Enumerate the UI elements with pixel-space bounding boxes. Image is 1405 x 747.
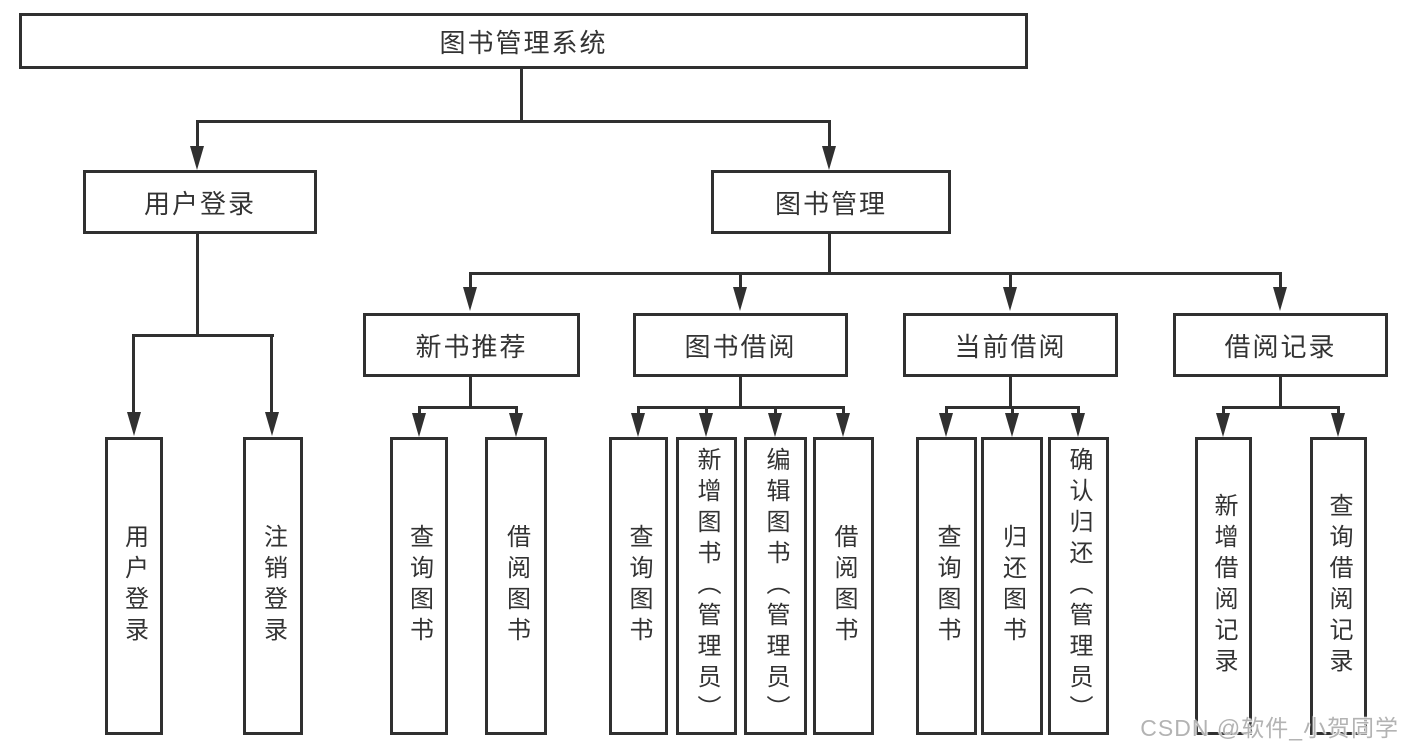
connector-drop-leaf xyxy=(418,406,421,416)
connector-drop-borrow-records xyxy=(1279,272,1282,290)
node-user-login-label: 用户登录 xyxy=(143,188,256,219)
connector-drop-login xyxy=(132,334,135,412)
arrow-leaf-icon xyxy=(412,413,426,437)
leaf-cur-query-book-label: 查询图书 xyxy=(933,524,960,648)
connector-user-login-rail xyxy=(133,334,274,337)
leaf-query-borrow-record-label: 查询借阅记录 xyxy=(1325,493,1352,679)
arrow-leaf-icon xyxy=(768,413,782,437)
node-borrow-records-label: 借阅记录 xyxy=(1224,331,1337,362)
arrow-leaf-icon xyxy=(1216,413,1230,437)
connector-book-borrow-stem xyxy=(739,377,742,408)
leaf-add-borrow-record: 新增借阅记录 xyxy=(1195,437,1252,735)
node-current-borrow-label: 当前借阅 xyxy=(954,331,1067,362)
connector-drop-leaf xyxy=(515,406,518,416)
node-current-borrow: 当前借阅 xyxy=(903,313,1118,377)
connector-drop-new-book-rec xyxy=(469,272,472,290)
connector-new-book-rec-stem xyxy=(469,377,472,408)
leaf-rec-borrow-book: 借阅图书 xyxy=(485,437,547,735)
node-root-label: 图书管理系统 xyxy=(439,27,608,58)
arrow-book-mgmt-icon xyxy=(822,146,836,170)
csdn-watermark: CSDN @软件_小贺同学 xyxy=(1140,715,1399,741)
leaf-logout-label: 注销登录 xyxy=(259,524,287,648)
arrow-user-login-icon xyxy=(190,146,204,170)
arrow-logout-icon xyxy=(265,412,279,436)
connector-drop-leaf xyxy=(945,406,948,416)
node-borrow-records: 借阅记录 xyxy=(1173,313,1388,377)
connector-drop-book-mgmt xyxy=(828,120,831,148)
leaf-return-book: 归还图书 xyxy=(981,437,1043,735)
leaf-rec-query-book: 查询图书 xyxy=(390,437,448,735)
connector-drop-leaf xyxy=(1222,406,1225,416)
connector-book-borrow-rail xyxy=(637,406,845,409)
leaf-borrow-book: 借阅图书 xyxy=(813,437,874,735)
arrow-leaf-icon xyxy=(836,413,850,437)
connector-drop-leaf xyxy=(774,406,777,416)
arrow-leaf-icon xyxy=(1071,413,1085,437)
leaf-edit-book-admin: 编辑图书（管理员） xyxy=(744,437,807,735)
leaf-add-borrow-record-label: 新增借阅记录 xyxy=(1210,493,1237,679)
connector-book-mgmt-stem xyxy=(828,234,831,274)
leaf-borrow-query-book: 查询图书 xyxy=(609,437,668,735)
arrow-leaf-icon xyxy=(1331,413,1345,437)
connector-current-borrow-stem xyxy=(1009,377,1012,408)
connector-drop-leaf xyxy=(1011,406,1014,416)
leaf-query-borrow-record: 查询借阅记录 xyxy=(1310,437,1367,735)
arrow-leaf-icon xyxy=(509,413,523,437)
leaf-add-book-admin-label: 新增图书（管理员） xyxy=(693,446,720,726)
arrow-login-icon xyxy=(127,412,141,436)
leaf-borrow-book-label: 借阅图书 xyxy=(830,524,857,648)
leaf-user-login: 用户登录 xyxy=(105,437,163,735)
connector-level3-rail xyxy=(469,272,1282,275)
connector-user-login-stem xyxy=(196,234,199,336)
leaf-user-login-label: 用户登录 xyxy=(120,524,148,648)
leaf-confirm-return-admin-label: 确认归还（管理员） xyxy=(1065,446,1092,726)
leaf-rec-query-book-label: 查询图书 xyxy=(405,524,433,648)
node-book-borrow: 图书借阅 xyxy=(633,313,848,377)
connector-drop-leaf xyxy=(842,406,845,416)
connector-drop-current-borrow xyxy=(1009,272,1012,290)
arrow-book-borrow-icon xyxy=(733,287,747,311)
connector-level2-rail xyxy=(197,120,831,123)
arrow-leaf-icon xyxy=(631,413,645,437)
connector-root-stem xyxy=(520,66,523,122)
connector-borrow-records-rail xyxy=(1222,406,1340,409)
connector-new-book-rec-rail xyxy=(418,406,518,409)
connector-drop-book-borrow xyxy=(739,272,742,290)
arrow-new-book-rec-icon xyxy=(463,287,477,311)
leaf-confirm-return-admin: 确认归还（管理员） xyxy=(1048,437,1109,735)
connector-drop-user-login xyxy=(196,120,199,148)
leaf-borrow-query-book-label: 查询图书 xyxy=(625,524,652,648)
connector-drop-leaf xyxy=(1077,406,1080,416)
leaf-edit-book-admin-label: 编辑图书（管理员） xyxy=(762,446,789,726)
arrow-leaf-icon xyxy=(1005,413,1019,437)
node-root: 图书管理系统 xyxy=(19,13,1028,69)
node-book-mgmt: 图书管理 xyxy=(711,170,951,234)
connector-drop-leaf xyxy=(1337,406,1340,416)
leaf-cur-query-book: 查询图书 xyxy=(916,437,977,735)
arrow-leaf-icon xyxy=(939,413,953,437)
node-user-login: 用户登录 xyxy=(83,170,317,234)
arrow-borrow-records-icon xyxy=(1273,287,1287,311)
node-new-book-rec: 新书推荐 xyxy=(363,313,580,377)
connector-drop-leaf xyxy=(637,406,640,416)
connector-drop-leaf xyxy=(705,406,708,416)
arrow-leaf-icon xyxy=(699,413,713,437)
leaf-logout: 注销登录 xyxy=(243,437,303,735)
connector-drop-logout xyxy=(270,334,273,412)
node-book-borrow-label: 图书借阅 xyxy=(684,331,797,362)
connector-borrow-records-stem xyxy=(1279,377,1282,408)
node-book-mgmt-label: 图书管理 xyxy=(774,188,887,219)
node-new-book-rec-label: 新书推荐 xyxy=(415,331,528,362)
arrow-current-borrow-icon xyxy=(1003,287,1017,311)
leaf-return-book-label: 归还图书 xyxy=(998,524,1026,648)
leaf-rec-borrow-book-label: 借阅图书 xyxy=(502,524,530,648)
leaf-add-book-admin: 新增图书（管理员） xyxy=(676,437,737,735)
